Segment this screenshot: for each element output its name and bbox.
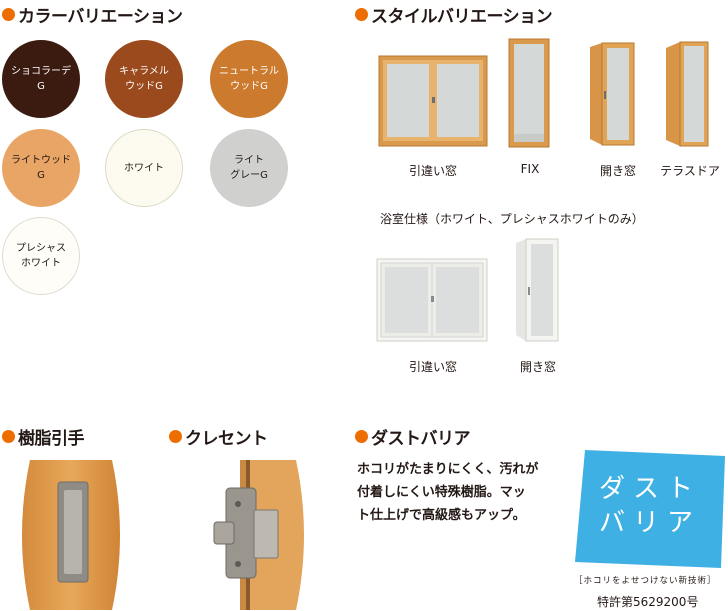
- sliding-window-image: [378, 55, 488, 147]
- patent-number: 特許第5629200号: [597, 595, 699, 609]
- color-variation-title: カラーバリエーション: [18, 7, 183, 27]
- crescent-title: クレセント: [185, 429, 268, 449]
- bullet-dot: [355, 8, 368, 21]
- logo-text-line-2: バリア: [598, 508, 701, 538]
- casement-window-image: [590, 42, 635, 146]
- color-swatch-light-wood: ライトウッド G: [2, 129, 80, 207]
- bath-spec-note: 浴室仕様（ホワイト、プレシャスホワイトのみ）: [380, 212, 644, 226]
- style-variation-heading: スタイルバリエーション: [355, 2, 553, 27]
- fix-window-image: [508, 38, 550, 148]
- bullet-dot: [355, 430, 368, 443]
- color-swatch-white: ホワイト: [105, 129, 183, 207]
- logo-text-line-1: ダスト: [598, 474, 701, 504]
- style-variation-title: スタイルバリエーション: [371, 7, 553, 27]
- bullet-dot: [169, 430, 182, 443]
- color-swatch-light-gray: ライト グレーG: [210, 129, 288, 207]
- dust-text-line-1: ホコリがたまりにくく、汚れが: [357, 462, 539, 477]
- handle-title: 樹脂引手: [18, 429, 85, 449]
- dust-barrier-description: ホコリがたまりにくく、汚れが 付着しにくい特殊樹脂。マッ ト仕上げで高級感もアッ…: [357, 458, 572, 527]
- bath-window-label-sliding: 引違い窓: [408, 360, 457, 374]
- bath-casement-window-image: [516, 238, 559, 342]
- bullet-dot: [2, 430, 15, 443]
- window-label-fix: FIX: [520, 162, 540, 176]
- dust-barrier-logo-shape: [575, 450, 725, 568]
- color-variation-heading: カラーバリエーション: [2, 2, 183, 27]
- color-swatch-precious-white: プレシャス ホワイト: [2, 217, 80, 295]
- crescent-heading: クレセント: [169, 424, 268, 449]
- color-swatch-chocolate: ショコラーデ G: [2, 40, 80, 118]
- handle-heading: 樹脂引手: [2, 424, 85, 449]
- window-label-sliding: 引違い窓: [408, 164, 457, 178]
- dust-barrier-title: ダストバリア: [371, 429, 471, 449]
- color-swatch-neutral-wood: ニュートラル ウッドG: [210, 40, 288, 118]
- dust-text-line-3: ト仕上げで高級感もアップ。: [357, 508, 526, 523]
- crescent-lock-image: [213, 460, 304, 610]
- window-label-casement: 開き窓: [599, 164, 636, 178]
- dust-text-line-2: 付着しにくい特殊樹脂。マッ: [357, 485, 526, 500]
- dust-barrier-tagline: ［ホコリをよせつけない新技術］: [574, 576, 717, 586]
- color-swatch-caramel-wood: キャラメル ウッドG: [105, 40, 183, 118]
- dust-barrier-logo: ダスト バリア: [575, 450, 725, 568]
- terrace-door-image: [666, 41, 709, 147]
- bullet-dot: [2, 8, 15, 21]
- bath-sliding-window-image: [376, 258, 488, 342]
- dust-barrier-heading: ダストバリア: [355, 424, 471, 449]
- window-label-terrace-door: テラスドア: [660, 164, 720, 178]
- bath-window-label-casement: 開き窓: [519, 360, 556, 374]
- resin-handle-image: [22, 460, 120, 610]
